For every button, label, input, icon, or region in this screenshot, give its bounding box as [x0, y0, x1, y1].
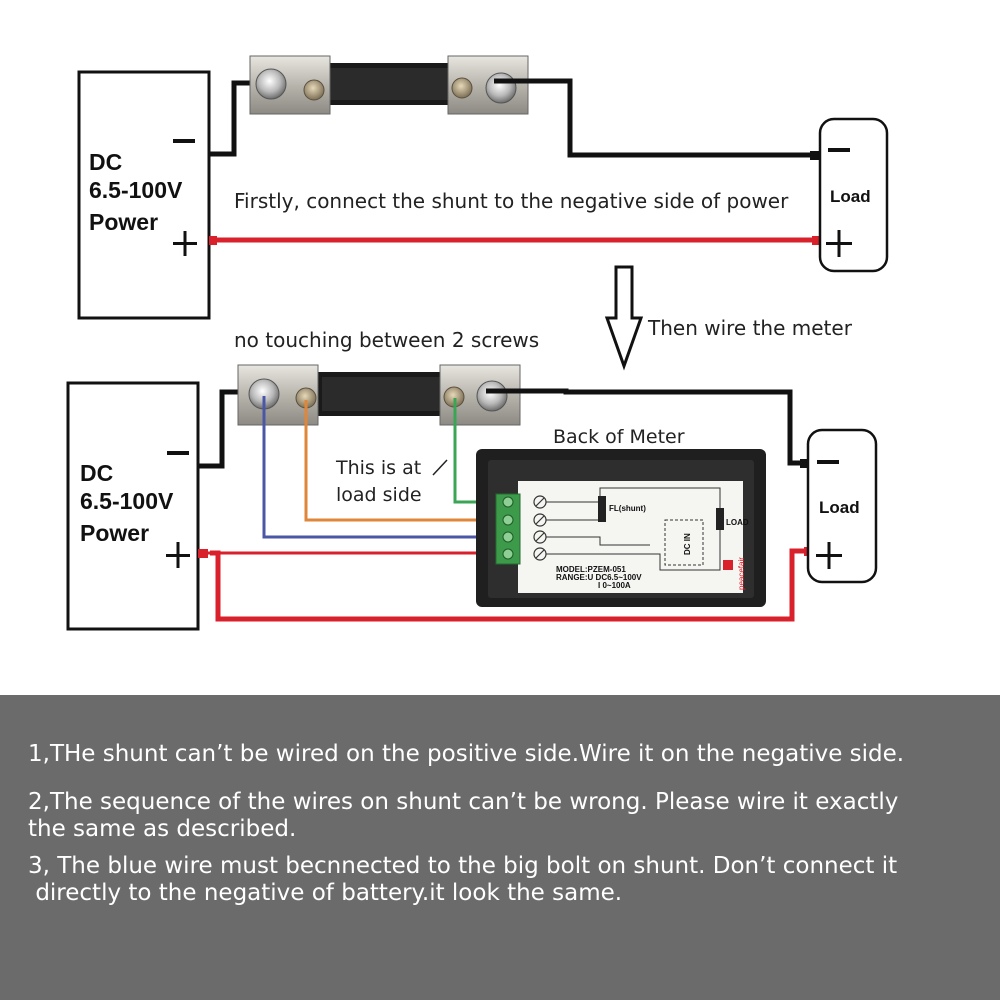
bottom-power-supply-box: [66, 381, 200, 631]
bottom-negative-wire-to-load: [486, 388, 808, 466]
load-side-note-line-1: This is at: [335, 457, 421, 479]
load-side-note-line-2: load side: [336, 484, 422, 506]
bottom-diagram: no touching between 2 screws DC 6.5-100V…: [66, 328, 878, 631]
meter-model: MODEL:PZEM-051: [556, 565, 626, 574]
meter-brand-logo: [723, 560, 733, 570]
bottom-power-label-power: Power: [80, 520, 149, 546]
meter-dcin-label: DC IN: [683, 533, 692, 555]
arrow-caption: Then wire the meter: [647, 316, 853, 340]
note-1: 1,THe shunt can’t be wired on the positi…: [28, 741, 905, 767]
bottom-shunt: [237, 364, 521, 426]
note-3: 3, The blue wire must becnnected to the …: [28, 853, 898, 906]
top-load-plus-sign: [826, 230, 852, 257]
top-power-label-power: Power: [89, 209, 158, 235]
top-load-minus-sign: [828, 148, 850, 152]
bottom-power-label-voltage: 6.5-100V: [80, 488, 174, 514]
meter-fl-label: FL(shunt): [609, 504, 646, 513]
bottom-power-minus-sign: [167, 451, 189, 455]
meter-brand: peacefair: [737, 557, 746, 590]
meter-range-i: I 0~100A: [598, 581, 631, 590]
bottom-power-plus-sign: [166, 542, 190, 568]
bottom-positive-wire-to-load: [210, 548, 810, 622]
bottom-power-label-dc: DC: [80, 460, 113, 486]
bottom-shunt-big-bolt-right: [476, 380, 508, 412]
top-power-plus-sign: [173, 231, 197, 256]
top-shunt: [249, 55, 529, 115]
bottom-load-minus-sign: [817, 460, 839, 464]
top-shunt-small-screw-left: [303, 79, 325, 101]
notes-panel: 1,THe shunt can’t be wired on the positi…: [0, 695, 1000, 1000]
note-2: 2,The sequence of the wires on shunt can…: [28, 789, 899, 842]
bottom-load-label: Load: [819, 498, 860, 517]
top-caption: Firstly, connect the shunt to the negati…: [234, 189, 789, 213]
top-shunt-big-bolt-right: [485, 72, 517, 104]
top-power-label-dc: DC: [89, 149, 122, 175]
top-negative-wire-to-shunt: [209, 80, 262, 157]
top-load-label: Load: [830, 187, 871, 206]
meter-load-label: LOAD: [726, 518, 749, 527]
top-shunt-small-screw-right: [451, 77, 473, 99]
meter-range-u: RANGE:U DC6.5~100V: [556, 573, 642, 582]
top-power-minus-sign: [173, 139, 195, 143]
wiring-diagram: DC 6.5-100V Power Load: [66, 55, 889, 631]
top-diagram: DC 6.5-100V Power Load: [77, 55, 889, 320]
down-arrow: [604, 265, 644, 371]
meter-back: FL(shunt) LOAD DC IN peacefair MODEL:PZE…: [476, 449, 766, 607]
blue-wire: [262, 396, 500, 539]
bottom-load-plus-sign: [816, 542, 842, 569]
top-negative-wire-to-load: [494, 78, 818, 158]
top-shunt-big-bolt-left: [255, 68, 287, 100]
orange-wire: [304, 400, 500, 522]
top-power-supply-box: [77, 70, 211, 320]
bottom-load-box: [806, 428, 878, 584]
screw-note: no touching between 2 screws: [234, 328, 539, 352]
top-power-label-voltage: 6.5-100V: [89, 177, 183, 203]
load-side-pointer: [432, 459, 448, 476]
top-load-box: [818, 117, 889, 273]
meter-title: Back of Meter: [553, 426, 685, 448]
